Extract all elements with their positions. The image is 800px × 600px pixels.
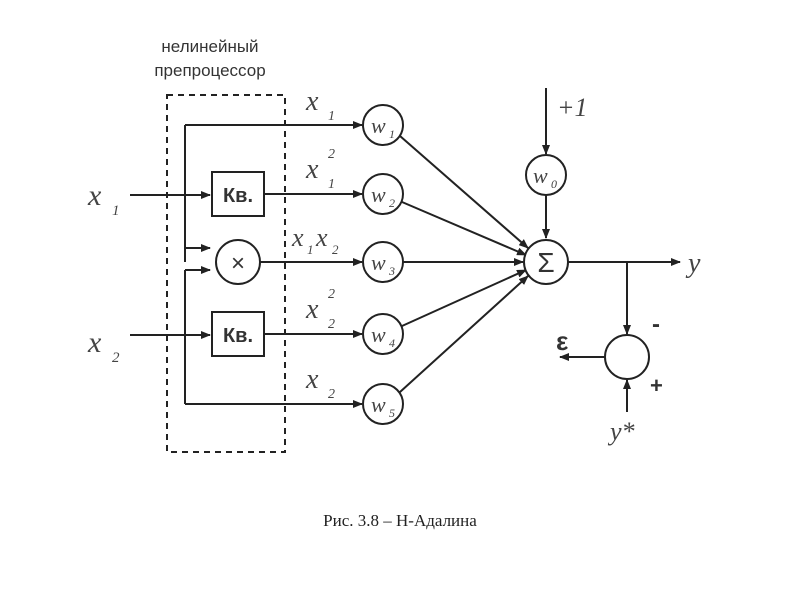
error-epsilon-label: ε <box>556 326 568 356</box>
sum-symbol: Σ <box>537 247 554 278</box>
input-x1-subscript: 1 <box>112 203 120 219</box>
signal-5-subscript: 2 <box>328 387 335 402</box>
comparator-minus-sign: - <box>652 311 660 338</box>
square-block-bottom <box>211 311 265 357</box>
square-block-top-label: Кв. <box>223 185 253 207</box>
weight-to-sum-arrows <box>399 135 529 393</box>
weight-3-subscript: 3 <box>388 264 395 278</box>
preprocessor-label-line2: препроцессор <box>154 61 265 80</box>
signal-2-superscript: 2 <box>328 147 335 162</box>
weight-2-subscript: 2 <box>389 196 395 210</box>
weight-node-2: w 2 <box>362 173 404 215</box>
signal-1-subscript: 1 <box>328 109 335 124</box>
weight-5-subscript: 5 <box>389 406 395 420</box>
signal-1-label: x <box>305 86 319 117</box>
input-x1-wiring <box>130 121 363 262</box>
preprocessor-outputs <box>260 190 363 338</box>
signal-4-subscript: 2 <box>328 317 335 332</box>
weight-0-subscript: 0 <box>551 177 557 191</box>
signal-5-label: x <box>305 364 319 395</box>
multiply-symbol: × <box>231 250 245 277</box>
comparator-node <box>604 334 650 380</box>
weight-1-label: w <box>371 113 386 138</box>
weight-3-label: w <box>371 250 386 275</box>
weight-0-label: w <box>533 163 548 188</box>
signal-3-subscript-b: 2 <box>332 242 339 257</box>
weight-node-5: w 5 <box>362 383 404 425</box>
weight-5-label: w <box>371 392 386 417</box>
preprocessor-box <box>166 94 286 453</box>
weight-2-label: w <box>371 182 386 207</box>
input-x1-label: x <box>87 179 102 212</box>
preprocessor-label-line1: нелинейный <box>161 37 258 56</box>
signal-4-superscript: 2 <box>328 287 335 302</box>
signal-3-label-b: x <box>315 223 328 252</box>
signal-2-label: x <box>305 154 319 185</box>
weight-node-4: w 4 <box>362 313 404 355</box>
weight-node-3: w 3 <box>362 241 404 283</box>
weight-4-label: w <box>371 322 386 347</box>
weight-node-1: w 1 <box>362 104 404 146</box>
input-x2-wiring <box>130 266 363 408</box>
signal-4-label: x <box>305 294 319 325</box>
output-y-label: y <box>685 248 701 279</box>
bias-label: +1 <box>557 93 588 122</box>
signal-3-subscript-a: 1 <box>307 242 314 257</box>
target-y-star-label: y* <box>607 417 635 446</box>
signal-2-subscript: 1 <box>328 177 335 192</box>
square-block-bottom-label: Кв. <box>223 325 253 347</box>
input-x2-subscript: 2 <box>112 350 120 366</box>
weight-1-subscript: 1 <box>389 127 395 141</box>
comparator-plus-sign: + <box>650 373 663 398</box>
figure-caption: Рис. 3.8 – Н-Адалина <box>323 511 477 530</box>
weight-4-subscript: 4 <box>389 336 395 350</box>
input-x2-label: x <box>87 326 102 359</box>
weight-node-0: w 0 <box>525 154 567 196</box>
signal-3-label-a: x <box>291 223 304 252</box>
